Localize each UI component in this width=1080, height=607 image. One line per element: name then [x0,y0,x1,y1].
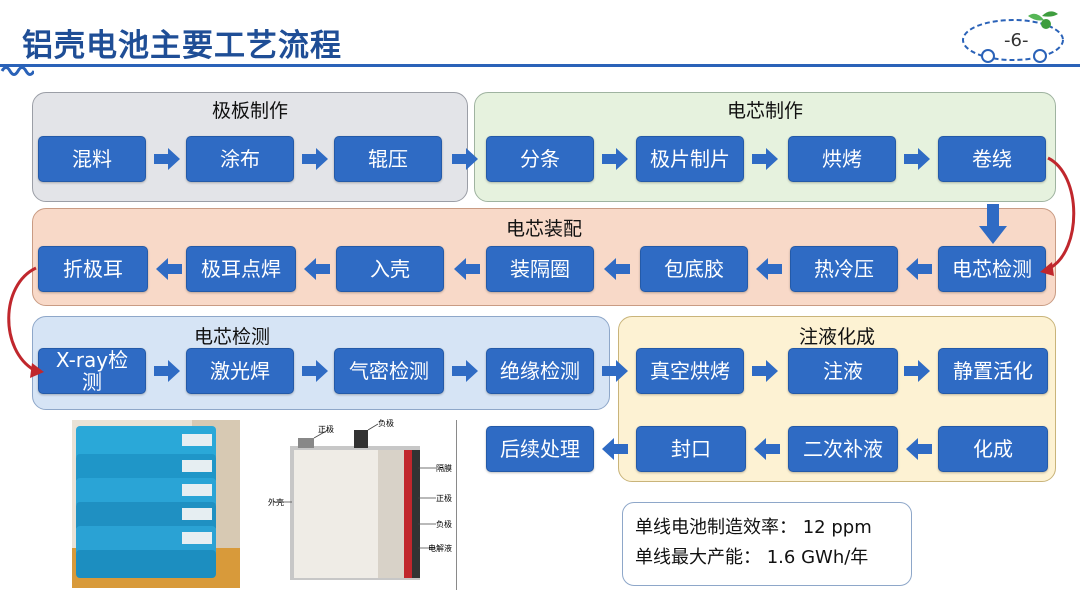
label-negative: 负极 [378,419,394,428]
step-tab-welding: 极耳点焊 [186,246,296,292]
arrow-left [754,438,780,460]
step-air-tightness: 气密检测 [334,348,444,394]
step-laser-weld: 激光焊 [186,348,294,394]
page-number: -6- [1004,30,1029,51]
step-vacuum-bake: 真空烘烤 [636,348,744,394]
group-title-formation: 注液化成 [798,326,875,348]
label-positive-2: 正极 [436,494,452,503]
battery-cells-photo [72,420,240,588]
group-title-plate: 极板制作 [211,100,288,122]
group-title-inspect: 电芯检测 [193,326,270,348]
step-baking: 烘烤 [788,136,896,182]
header-rule [0,64,1080,67]
step-insulation: 绝缘检测 [486,348,594,394]
arrow-left [304,258,330,280]
arrow-right [904,148,930,170]
group-title-assembly: 电芯装配 [505,218,582,240]
wave-icon [0,66,34,76]
arrow-right [154,148,180,170]
step-winding: 卷绕 [938,136,1046,182]
step-rolling: 辊压 [334,136,442,182]
step-coating: 涂布 [186,136,294,182]
step-xray: X-ray检 测 [38,348,146,394]
efficiency-text: 单线电池制造效率： 12 ppm [635,517,872,538]
arrow-left [156,258,182,280]
curve-connector-left [7,266,37,372]
capacity-info-box: 单线电池制造效率： 12 ppm 单线最大产能： 1.6 GWh/年 [622,502,912,586]
arrow-right [302,360,328,382]
capacity-text: 单线最大产能： 1.6 GWh/年 [635,547,869,568]
cell-structure-diagram: 正极 负极 隔膜 正极 负极 电解液 外壳 [268,419,454,586]
arrow-left [602,438,628,460]
arrow-right [452,360,478,382]
step-formation: 化成 [938,426,1048,472]
step-sheet-making: 极片制片 [636,136,744,182]
label-separator: 隔膜 [436,464,452,473]
step-hot-cold-press: 热冷压 [790,246,898,292]
step-sealing: 封口 [636,426,746,472]
step-injection: 注液 [788,348,898,394]
arrow-right [602,148,628,170]
label-positive: 正极 [318,425,334,434]
step-bottom-glue: 包底胶 [640,246,748,292]
step-casing: 入壳 [336,246,444,292]
arrow-right [904,360,930,382]
step-second-refill: 二次补液 [788,426,898,472]
arrow-right [752,148,778,170]
arrow-right [452,148,478,170]
page-title: 铝壳电池主要工艺流程 [22,28,342,64]
step-cell-test: 电芯检测 [938,246,1046,292]
step-post-process: 后续处理 [486,426,594,472]
divider-line [456,420,457,590]
arrow-left [906,438,932,460]
arrow-left [756,258,782,280]
arrow-right [302,148,328,170]
arrow-down [979,204,1007,244]
group-title-cell: 电芯制作 [726,100,803,122]
arrow-left [454,258,480,280]
arrow-right [154,360,180,382]
step-mixing: 混料 [38,136,146,182]
label-shell: 外壳 [268,498,284,507]
step-slitting: 分条 [486,136,594,182]
label-negative-2: 负极 [436,520,452,529]
curve-connector-right [1047,156,1076,270]
car-logo-icon [962,11,1064,63]
step-aging: 静置活化 [938,348,1048,394]
label-electrolyte: 电解液 [428,544,452,553]
step-spacer-ring: 装隔圈 [486,246,594,292]
arrow-right [752,360,778,382]
arrow-left [906,258,932,280]
arrow-right [602,360,628,382]
step-tab-folding: 折极耳 [38,246,148,292]
arrow-left [604,258,630,280]
